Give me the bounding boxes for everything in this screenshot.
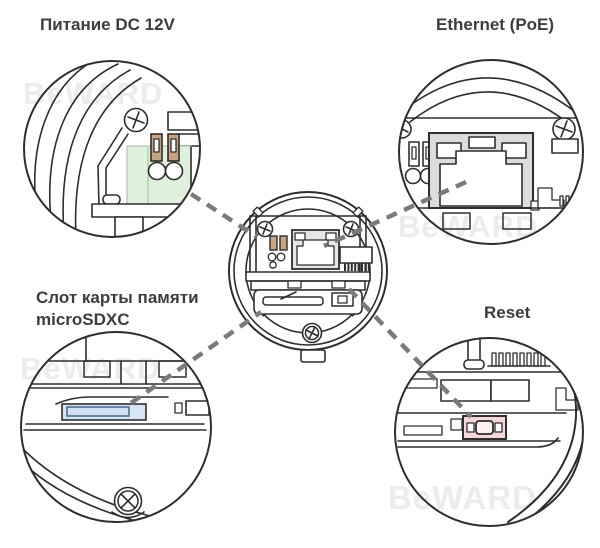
- dashed-connector-sd: [129, 310, 263, 405]
- callout-reset: [394, 337, 584, 527]
- callout-ethernet: [398, 59, 584, 245]
- dashed-connectors: [129, 179, 473, 419]
- post: [467, 338, 481, 363]
- watermark-text: BeWARD: [20, 351, 160, 386]
- housing-tab: [300, 349, 326, 363]
- pcb-part: [175, 133, 200, 147]
- housing-arc: [62, 69, 131, 235]
- reset-small-inner: [337, 295, 348, 304]
- pcb-part: [174, 402, 183, 414]
- power-pin-slot: [411, 146, 417, 160]
- tray-band: [250, 280, 366, 291]
- connector-hole: [269, 261, 277, 269]
- header-connector: [339, 246, 373, 264]
- bracket-edge: [105, 133, 129, 206]
- pcb-part: [551, 138, 579, 154]
- connector-hole: [147, 161, 167, 181]
- connector-hole: [267, 252, 277, 262]
- sd-card: [66, 406, 130, 417]
- screw-icon: [256, 220, 274, 238]
- housing-arc: [48, 63, 119, 231]
- support-block: [158, 360, 187, 378]
- pcb-part: [450, 418, 463, 431]
- slot-lead-line: [280, 291, 297, 300]
- reset-small: [331, 292, 354, 307]
- pcb-part: [185, 400, 210, 416]
- callout-sd: [20, 331, 212, 523]
- pcb-part: [403, 425, 443, 436]
- pin-tooth: [559, 195, 564, 207]
- screw-icon: [123, 107, 149, 133]
- screw-icon: [111, 486, 145, 519]
- label-reset: Reset: [484, 303, 531, 322]
- board-shelf: [245, 271, 371, 282]
- label-ethernet: Ethernet (PoE): [436, 15, 554, 34]
- callout-reset-circle: [394, 337, 584, 527]
- pcb-part: [490, 379, 530, 402]
- callout-ethernet-circle: [398, 59, 584, 245]
- watermarks: BeWARD BeWARD BeWARD BeWARD: [20, 76, 538, 516]
- housing-arc: [409, 91, 573, 127]
- callout-reset-content: [397, 338, 583, 526]
- tray-edge: [397, 437, 559, 448]
- callout-power-content: [34, 61, 200, 237]
- label-sd-line2: microSDXC: [36, 310, 130, 329]
- rj45-led-window: [325, 232, 337, 241]
- dashed-connector-reset: [347, 287, 473, 419]
- housing-arc: [74, 77, 142, 237]
- reset-contact: [494, 422, 503, 433]
- support-block: [331, 280, 346, 289]
- screw-icon: [301, 322, 323, 344]
- power-pin-slot: [170, 138, 177, 153]
- callout-power-circle: [23, 60, 201, 238]
- ring-notch: [252, 206, 264, 218]
- pin-comb: [491, 352, 546, 367]
- rj45-led-window: [294, 232, 306, 241]
- camera-rear-view: [228, 191, 388, 363]
- post-foot: [463, 359, 485, 370]
- callout-sd-content: [21, 333, 211, 522]
- reset-actuator: [475, 420, 494, 435]
- label-power: Питание DC 12V: [40, 15, 176, 34]
- lower-tray: [253, 289, 363, 315]
- support-block: [83, 360, 111, 378]
- slot-cover-edge: [55, 396, 169, 405]
- pin-comb: [344, 263, 370, 271]
- reset-contact: [466, 422, 475, 433]
- power-pin-slot: [153, 138, 160, 153]
- power-pin-small: [269, 235, 278, 251]
- rj45-cavity: [296, 239, 335, 266]
- callout-power: [23, 60, 201, 238]
- rj45-cavity: [439, 150, 523, 207]
- power-pin-small: [279, 235, 288, 251]
- dashed-connector-power: [189, 192, 259, 239]
- screw-icon: [552, 117, 576, 141]
- pcb-part: [167, 111, 200, 131]
- support-block: [287, 280, 302, 289]
- bracket-edge: [97, 127, 123, 208]
- housing-arc: [403, 77, 579, 115]
- dashed-connector-ethernet: [323, 179, 467, 249]
- watermark-text: BeWARD: [23, 76, 163, 111]
- ring-notch: [352, 206, 364, 218]
- support-block: [502, 212, 532, 230]
- standoff: [102, 194, 121, 205]
- camera-mid-ring: [233, 196, 383, 346]
- callout-ethernet-content: [399, 77, 583, 230]
- support-block: [114, 216, 144, 237]
- connector-hole: [164, 161, 184, 181]
- watermark-text: BeWARD: [398, 209, 538, 244]
- support-block: [442, 212, 471, 230]
- connector-hole: [276, 252, 286, 262]
- sd-slot-small: [262, 296, 324, 306]
- rj45-top-tab: [468, 136, 496, 149]
- connector-hole: [404, 167, 422, 185]
- pin-tooth: [571, 195, 576, 207]
- label-sd-line1: Слот карты памяти: [36, 288, 199, 307]
- labels: Питание DC 12V Ethernet (PoE) Слот карты…: [36, 15, 554, 329]
- callout-sd-circle: [20, 331, 212, 523]
